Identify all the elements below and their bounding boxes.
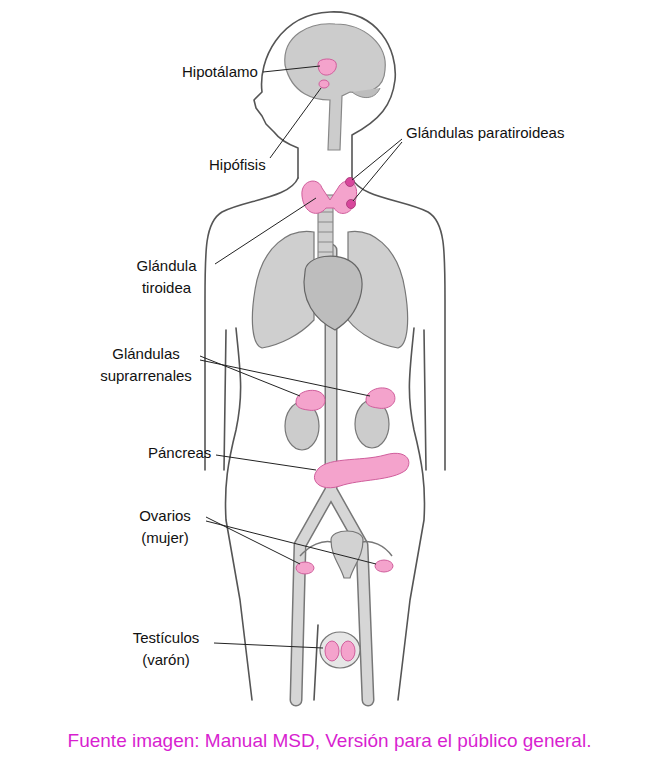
part-label: Glándulas suprarrenales <box>93 343 199 387</box>
source-caption: Fuente imagen: Manual MSD, Versión para … <box>0 729 659 753</box>
leader-lines <box>200 66 402 648</box>
part-label: Testículos (varón) <box>120 627 212 671</box>
part-label: Hipófisis <box>209 154 266 176</box>
part-label: Glándula tiroidea <box>119 255 214 299</box>
part-label: Páncreas <box>148 442 211 464</box>
part-label: Glándulas paratiroideas <box>406 122 564 144</box>
part-label: Ovarios (mujer) <box>125 505 205 549</box>
part-label: Hipotálamo <box>182 61 258 83</box>
